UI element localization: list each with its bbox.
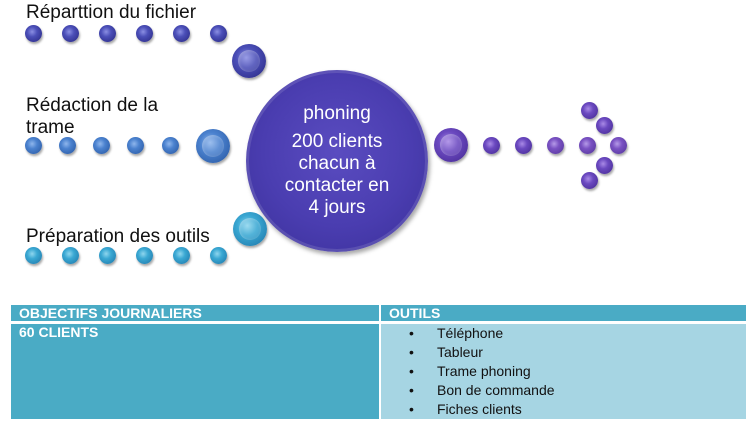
list-item: Trame phoning	[409, 362, 738, 381]
central-hub: phoning 200 clients chacun à contacter e…	[246, 70, 428, 252]
arrow-head-icon	[610, 137, 627, 154]
sphere-bullet-icon	[162, 137, 179, 154]
sphere-bullet-icon	[173, 247, 190, 264]
list-item: Bon de commande	[409, 381, 738, 400]
table-row: 60 CLIENTS Téléphone Tableur Trame phoni…	[11, 324, 746, 419]
list-item: Téléphone	[409, 324, 738, 343]
sphere-bullet-icon	[25, 137, 42, 154]
arrow-head-icon	[596, 117, 613, 134]
sphere-bullet-icon	[210, 247, 227, 264]
header-objectives: OBJECTIFS JOURNALIERS	[11, 305, 379, 321]
arrow-head-icon	[596, 157, 613, 174]
sphere-bullet-icon	[25, 247, 42, 264]
sphere-connector-icon	[196, 129, 230, 163]
sphere-bullet-icon	[62, 25, 79, 42]
sphere-bullet-icon	[515, 137, 532, 154]
input-label-repartition: Réparttion du fichier	[26, 2, 197, 23]
objective-cell: 60 CLIENTS	[11, 324, 379, 419]
arrow-head-icon	[581, 172, 598, 189]
hub-line: contacter en	[284, 175, 390, 196]
tools-cell: Téléphone Tableur Trame phoning Bon de c…	[381, 324, 746, 419]
sphere-bullet-icon	[136, 25, 153, 42]
hub-line: 200 clients	[291, 131, 383, 152]
list-item: Fiches clients	[409, 400, 738, 419]
input-label-preparation: Préparation des outils	[26, 226, 210, 247]
sphere-bullet-icon	[62, 247, 79, 264]
sphere-bullet-icon	[483, 137, 500, 154]
arrow-head-icon	[581, 102, 598, 119]
sphere-connector-icon	[434, 128, 468, 162]
sphere-bullet-icon	[136, 247, 153, 264]
sphere-bullet-icon	[93, 137, 110, 154]
tools-list: Téléphone Tableur Trame phoning Bon de c…	[389, 324, 738, 419]
sphere-bullet-icon	[127, 137, 144, 154]
sphere-bullet-icon	[99, 25, 116, 42]
sphere-connector-icon	[233, 212, 267, 246]
sphere-connector-icon	[232, 44, 266, 78]
sphere-bullet-icon	[99, 247, 116, 264]
sphere-bullet-icon	[547, 137, 564, 154]
sphere-bullet-icon	[59, 137, 76, 154]
header-tools: OUTILS	[381, 305, 746, 321]
hub-title: phoning	[303, 103, 371, 124]
hub-line: chacun à	[298, 153, 376, 174]
sphere-bullet-icon	[579, 137, 596, 154]
sphere-bullet-icon	[210, 25, 227, 42]
hub-line: 4 jours	[308, 197, 366, 218]
list-item: Tableur	[409, 343, 738, 362]
sphere-bullet-icon	[173, 25, 190, 42]
sphere-bullet-icon	[25, 25, 42, 42]
table-header-row: OBJECTIFS JOURNALIERS OUTILS	[11, 305, 746, 321]
input-label-redaction: Rédaction de la trame	[26, 95, 159, 138]
objectives-table: OBJECTIFS JOURNALIERS OUTILS 60 CLIENTS …	[9, 302, 748, 422]
